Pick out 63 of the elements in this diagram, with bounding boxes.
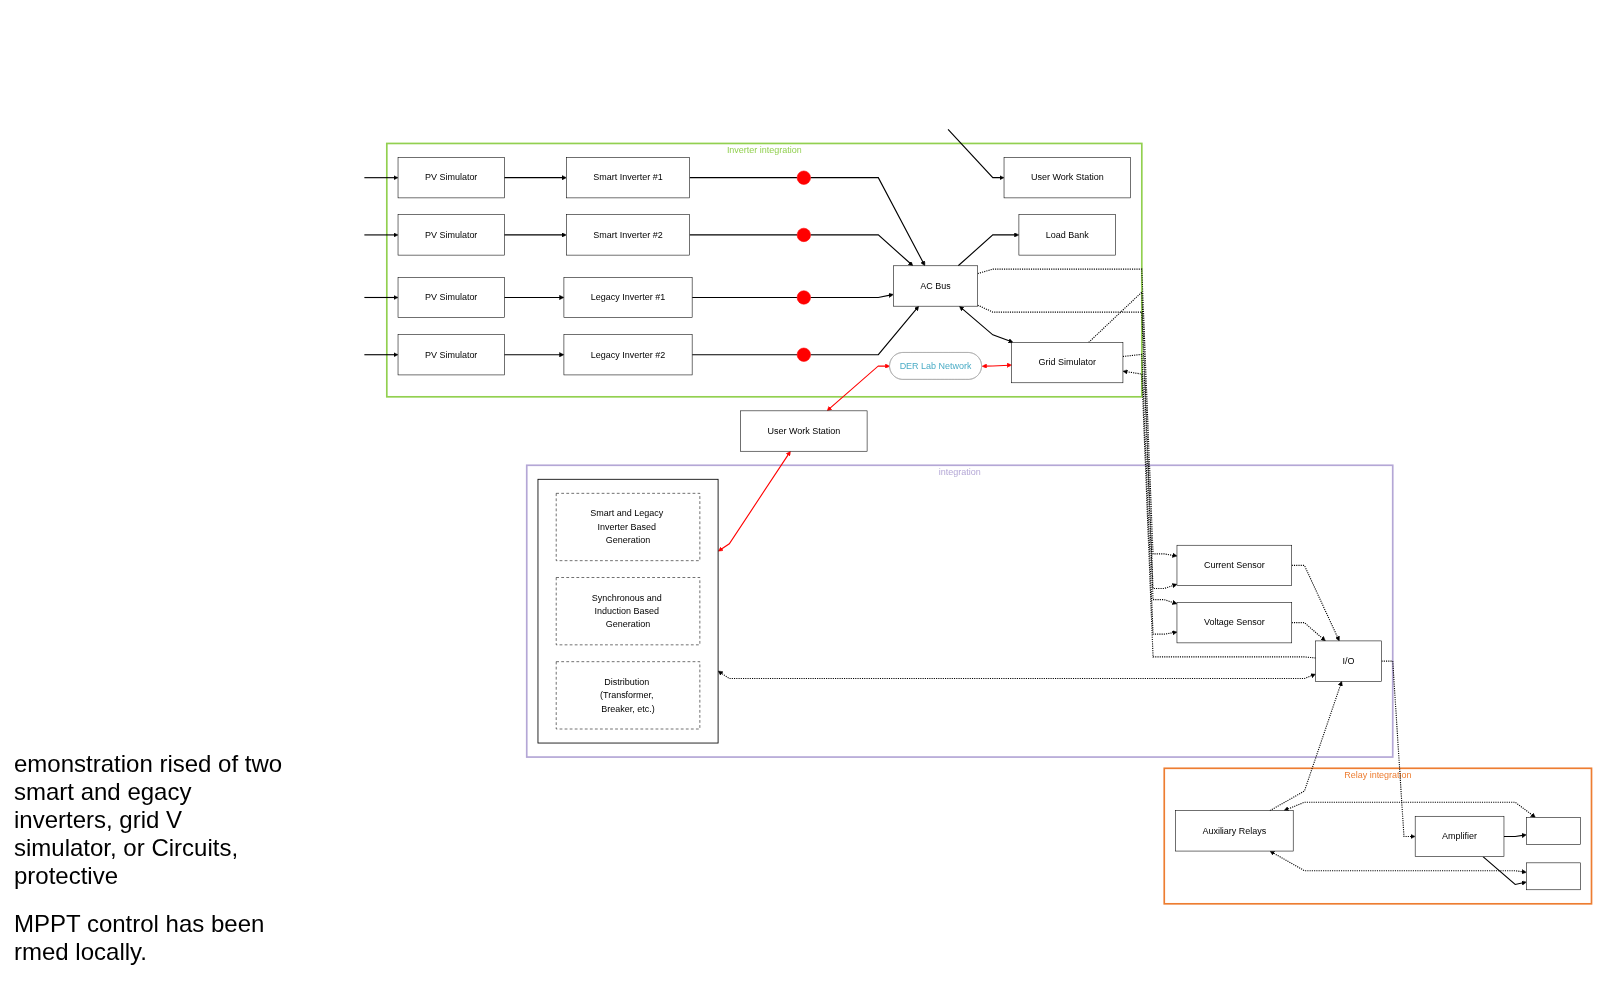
connector bbox=[688, 176, 798, 179]
connector bbox=[691, 296, 798, 298]
connector bbox=[688, 234, 798, 236]
arrow bbox=[826, 363, 890, 411]
arrow bbox=[503, 294, 564, 300]
arrow bbox=[1269, 850, 1527, 874]
arrow bbox=[363, 175, 398, 180]
note-text: MPPT control has been rmed locally. bbox=[14, 910, 266, 966]
node-box: User Work Station bbox=[739, 410, 867, 452]
arrow bbox=[1481, 855, 1527, 886]
arrow bbox=[717, 670, 1316, 679]
node-box: Voltage Sensor bbox=[1176, 602, 1292, 643]
node-circle bbox=[796, 347, 811, 362]
node-box bbox=[1525, 862, 1581, 890]
node-box: Auxiliary Relays bbox=[1174, 810, 1293, 852]
node-box: PV Simulator bbox=[397, 276, 505, 318]
node-box: AC Bus bbox=[892, 265, 978, 307]
arrow bbox=[1502, 832, 1527, 838]
node-box: PV Simulator bbox=[397, 214, 505, 256]
node-box: Legacy Inverter #2 bbox=[563, 334, 692, 376]
arrow bbox=[947, 128, 1004, 180]
node-box: Legacy Inverter #1 bbox=[563, 276, 692, 318]
node-box: Distribution (Transformer, Breaker, etc.) bbox=[555, 661, 700, 730]
node-box: Amplifier bbox=[1414, 815, 1504, 857]
arrow bbox=[1087, 290, 1177, 589]
node-box: PV Simulator bbox=[397, 157, 505, 198]
arrow bbox=[1290, 564, 1340, 641]
arrow bbox=[503, 232, 567, 238]
node-box: Smart and Legacy Inverter Based Generation bbox=[555, 492, 700, 561]
note-text: emonstration rised of two smart and egacy inverters, grid V simulator, or Circuits, protective bbox=[14, 750, 284, 890]
node-box: Synchronous and Induction Based Generation bbox=[555, 577, 700, 645]
node-circle bbox=[796, 170, 811, 185]
cluster bbox=[537, 478, 718, 744]
arrow bbox=[981, 362, 1012, 369]
node-box: Current Sensor bbox=[1176, 544, 1292, 586]
arrow bbox=[809, 234, 913, 266]
arrow bbox=[976, 268, 1177, 558]
node-box: Smart Inverter #2 bbox=[565, 214, 690, 256]
arrow bbox=[958, 305, 1013, 343]
arrow bbox=[957, 232, 1019, 267]
arrow bbox=[976, 304, 1177, 605]
arrow bbox=[809, 292, 894, 298]
arrow bbox=[809, 176, 925, 266]
arrow bbox=[363, 232, 398, 238]
arrow bbox=[1122, 369, 1316, 659]
node-circle bbox=[796, 227, 811, 242]
connector bbox=[691, 354, 798, 356]
node-box: User Work Station bbox=[1003, 157, 1131, 198]
arrow bbox=[1380, 660, 1415, 839]
node-box: Grid Simulator bbox=[1010, 341, 1123, 383]
arrow bbox=[717, 450, 791, 552]
node-box: PV Simulator bbox=[397, 334, 505, 376]
arrow bbox=[503, 352, 564, 358]
node-box bbox=[1525, 816, 1581, 845]
arrow bbox=[363, 294, 398, 300]
arrow bbox=[1283, 801, 1536, 818]
node-box: Smart Inverter #1 bbox=[565, 157, 690, 198]
node-box: I/O bbox=[1314, 640, 1382, 682]
arrow bbox=[809, 305, 919, 356]
node-circle bbox=[796, 290, 811, 305]
arrow bbox=[503, 175, 567, 180]
node-box: Load Bank bbox=[1018, 214, 1116, 256]
arrow bbox=[363, 352, 398, 358]
